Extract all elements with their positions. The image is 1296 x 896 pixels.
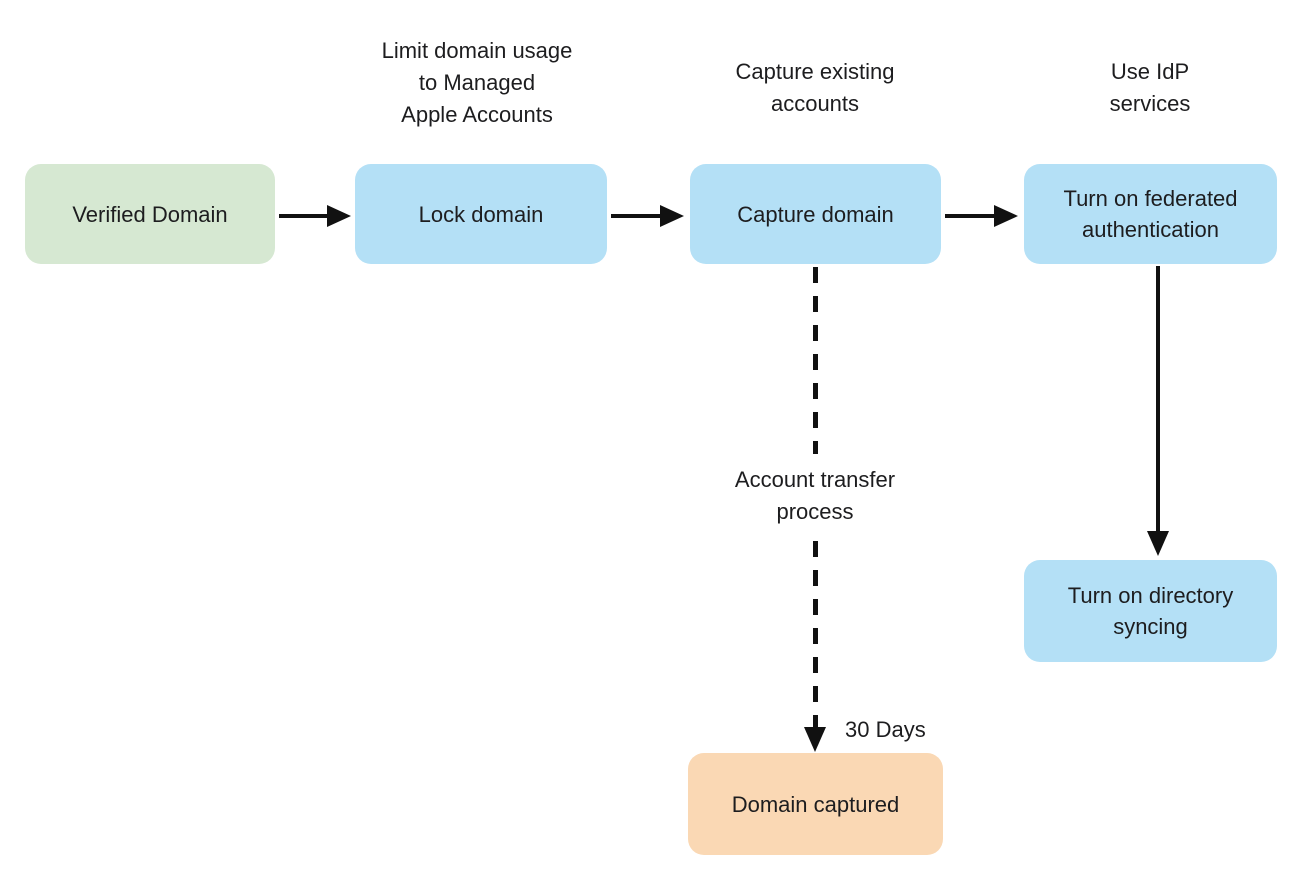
edge-verified-to-lock-line — [279, 214, 329, 218]
edge-label-account-transfer-process: Account transfer process — [734, 467, 896, 524]
edge-capture-to-federated-line — [945, 214, 996, 218]
node-domain-captured-label: Domain captured — [731, 791, 900, 817]
edge-capture-to-captured-dashed-line-lower — [813, 541, 818, 727]
node-capture-domain-label: Capture domain — [737, 201, 894, 227]
annotation-use-idp-services: Use IdP services — [1109, 59, 1191, 116]
edge-lock-to-capture-arrowhead-icon — [660, 205, 684, 227]
edge-capture-to-captured-dashed-line-upper — [813, 267, 818, 454]
edge-federated-to-directory-line — [1156, 266, 1160, 533]
node-lock-domain-label: Lock domain — [418, 201, 544, 227]
node-directory-syncing: Turn on directory syncing — [1024, 560, 1277, 662]
edge-lock-to-capture-line — [611, 214, 662, 218]
node-federated-authentication: Turn on federated authentication — [1024, 164, 1277, 264]
node-verified-domain: Verified Domain — [25, 164, 275, 264]
node-domain-captured: Domain captured — [688, 753, 943, 855]
node-lock-domain: Lock domain — [355, 164, 607, 264]
annotation-capture-existing-accounts: Capture existing accounts — [735, 59, 895, 116]
node-directory-syncing-label: Turn on directory syncing — [1067, 583, 1234, 639]
node-capture-domain: Capture domain — [690, 164, 941, 264]
edge-label-30-days: 30 Days — [845, 717, 926, 742]
annotation-limit-domain-usage: Limit domain usage to Managed Apple Acco… — [381, 38, 573, 127]
edge-capture-to-federated-arrowhead-icon — [994, 205, 1018, 227]
node-verified-domain-label: Verified Domain — [72, 201, 228, 227]
edge-capture-to-captured-arrowhead-icon — [804, 727, 826, 752]
node-federated-authentication-label: Turn on federated authentication — [1063, 186, 1238, 242]
edge-federated-to-directory-arrowhead-icon — [1147, 531, 1169, 556]
edge-verified-to-lock-arrowhead-icon — [327, 205, 351, 227]
